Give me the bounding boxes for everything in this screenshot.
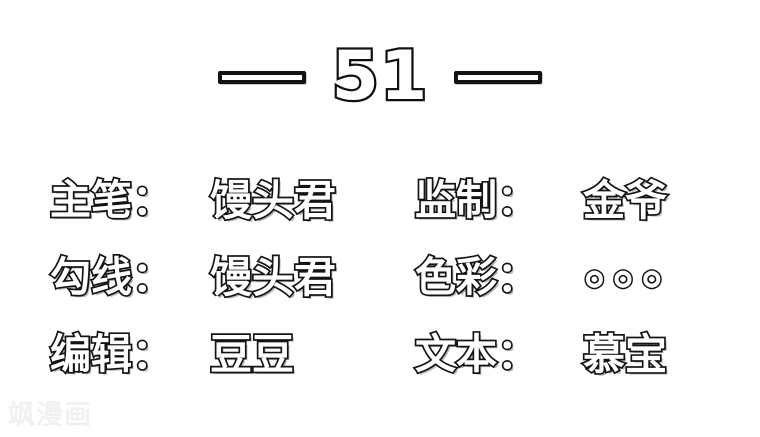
color-dots-icon: ◎◎◎ — [583, 262, 670, 293]
credit-label-editor: 编辑： — [48, 332, 210, 376]
credit-label-text: 文本： — [413, 330, 539, 378]
credit-label-supervisor: 监制： — [413, 178, 583, 222]
dash-right-icon — [454, 70, 543, 84]
credit-value-supervisor: 金爷 — [581, 177, 750, 222]
watermark: 飒漫画 — [8, 400, 92, 431]
credit-label-text: 主笔： — [48, 176, 174, 224]
credit-label-lead-artist: 主笔： — [48, 178, 210, 222]
credit-value-text: 馒头君 — [208, 175, 337, 225]
credits-grid: 主笔： 馒头君 监制： 金爷 勾线： 馒头君 色彩： ◎◎◎ 编辑： 豆豆 文本… — [48, 162, 750, 393]
credit-value-text: 金爷 — [581, 175, 668, 225]
dash-left-icon — [217, 70, 306, 84]
credit-value-color: ◎◎◎ — [583, 265, 750, 291]
credit-label-text: 编辑： — [48, 330, 174, 378]
chapter-header: 51 — [0, 38, 760, 116]
credit-value-text: 慕宝 — [581, 329, 668, 379]
credit-value-script: 慕宝 — [581, 331, 750, 376]
credit-label-color: 色彩： — [413, 255, 583, 299]
credit-value-text: 馒头君 — [208, 252, 337, 302]
credit-label-text: 色彩： — [413, 253, 539, 301]
credit-label-script: 文本： — [413, 332, 583, 376]
credit-label-text: 监制： — [413, 176, 539, 224]
chapter-number: 51 — [329, 37, 429, 116]
credit-value-text: 豆豆 — [208, 329, 295, 379]
credit-label-line-art: 勾线： — [48, 255, 210, 299]
credit-value-lead-artist: 馒头君 — [208, 177, 415, 222]
credit-value-editor: 豆豆 — [208, 331, 415, 376]
credit-label-text: 勾线： — [48, 253, 174, 301]
credit-value-line-art: 馒头君 — [208, 254, 415, 299]
